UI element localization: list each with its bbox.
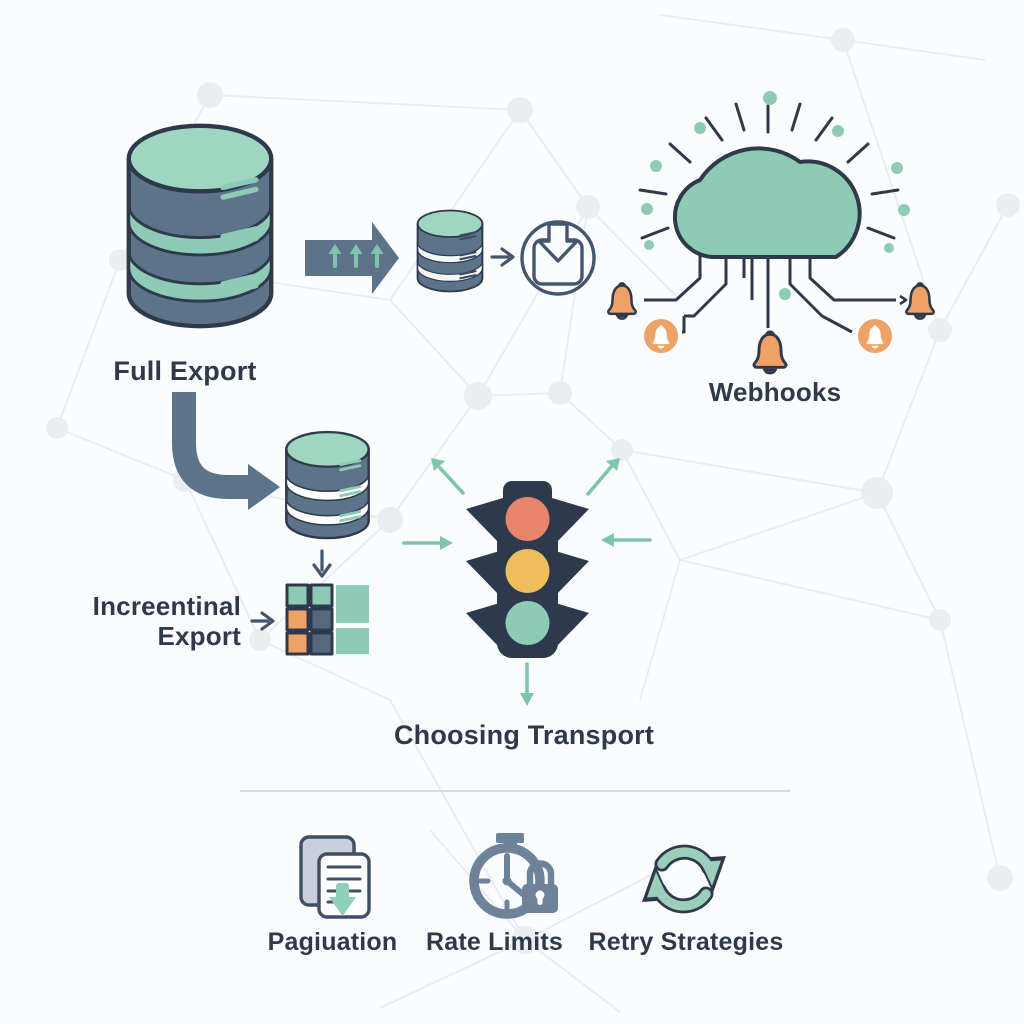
divider-line xyxy=(240,790,790,792)
amber-light xyxy=(505,549,550,593)
pages-download-icon xyxy=(299,835,371,919)
curved-arrow-icon xyxy=(172,392,280,510)
cloud-ray-dots xyxy=(641,91,910,300)
retry-strategies-label: Retry Strategies xyxy=(588,928,784,956)
incremental-database-icon xyxy=(284,430,371,540)
choosing-transport-label: Choosing Transport xyxy=(393,720,655,750)
download-arrow xyxy=(329,883,356,916)
upload-arrow-right-icon xyxy=(305,222,399,294)
bell-icon xyxy=(607,282,637,320)
incremental-export-label: Increentinal Export xyxy=(60,591,241,651)
incremental-export-line2: Export xyxy=(157,621,241,651)
arrow-right-icon xyxy=(250,611,275,631)
arrow-down-icon xyxy=(312,549,332,578)
green-light xyxy=(505,601,550,645)
full-export-database-icon xyxy=(129,126,271,326)
data-blocks-icon xyxy=(285,583,369,656)
stopwatch-lock-icon xyxy=(469,833,558,919)
cloud-rays xyxy=(638,102,900,240)
arrow-right-icon xyxy=(490,247,515,267)
pagination-label: Pagiuation xyxy=(267,928,398,956)
incremental-export-line1: Increentinal xyxy=(92,591,241,621)
rate-limits-label: Rate Limits xyxy=(426,928,563,956)
traffic-light-icon xyxy=(466,481,589,658)
webhooks-cloud-group xyxy=(607,91,935,375)
download-circle-icon xyxy=(520,220,596,296)
bell-icon xyxy=(752,330,788,375)
webhook-connectors xyxy=(644,256,908,334)
direction-arrows xyxy=(402,458,652,706)
bell-badge-icon xyxy=(644,319,678,353)
snapshot-database-icon xyxy=(416,209,484,293)
cycle-arrows-icon xyxy=(642,844,726,914)
full-export-label: Full Export xyxy=(113,356,257,386)
bell-icon xyxy=(905,282,935,320)
cloud-icon xyxy=(672,146,862,259)
webhooks-label: Webhooks xyxy=(708,377,842,407)
red-light xyxy=(505,497,550,541)
bell-badge-icon xyxy=(858,319,892,353)
